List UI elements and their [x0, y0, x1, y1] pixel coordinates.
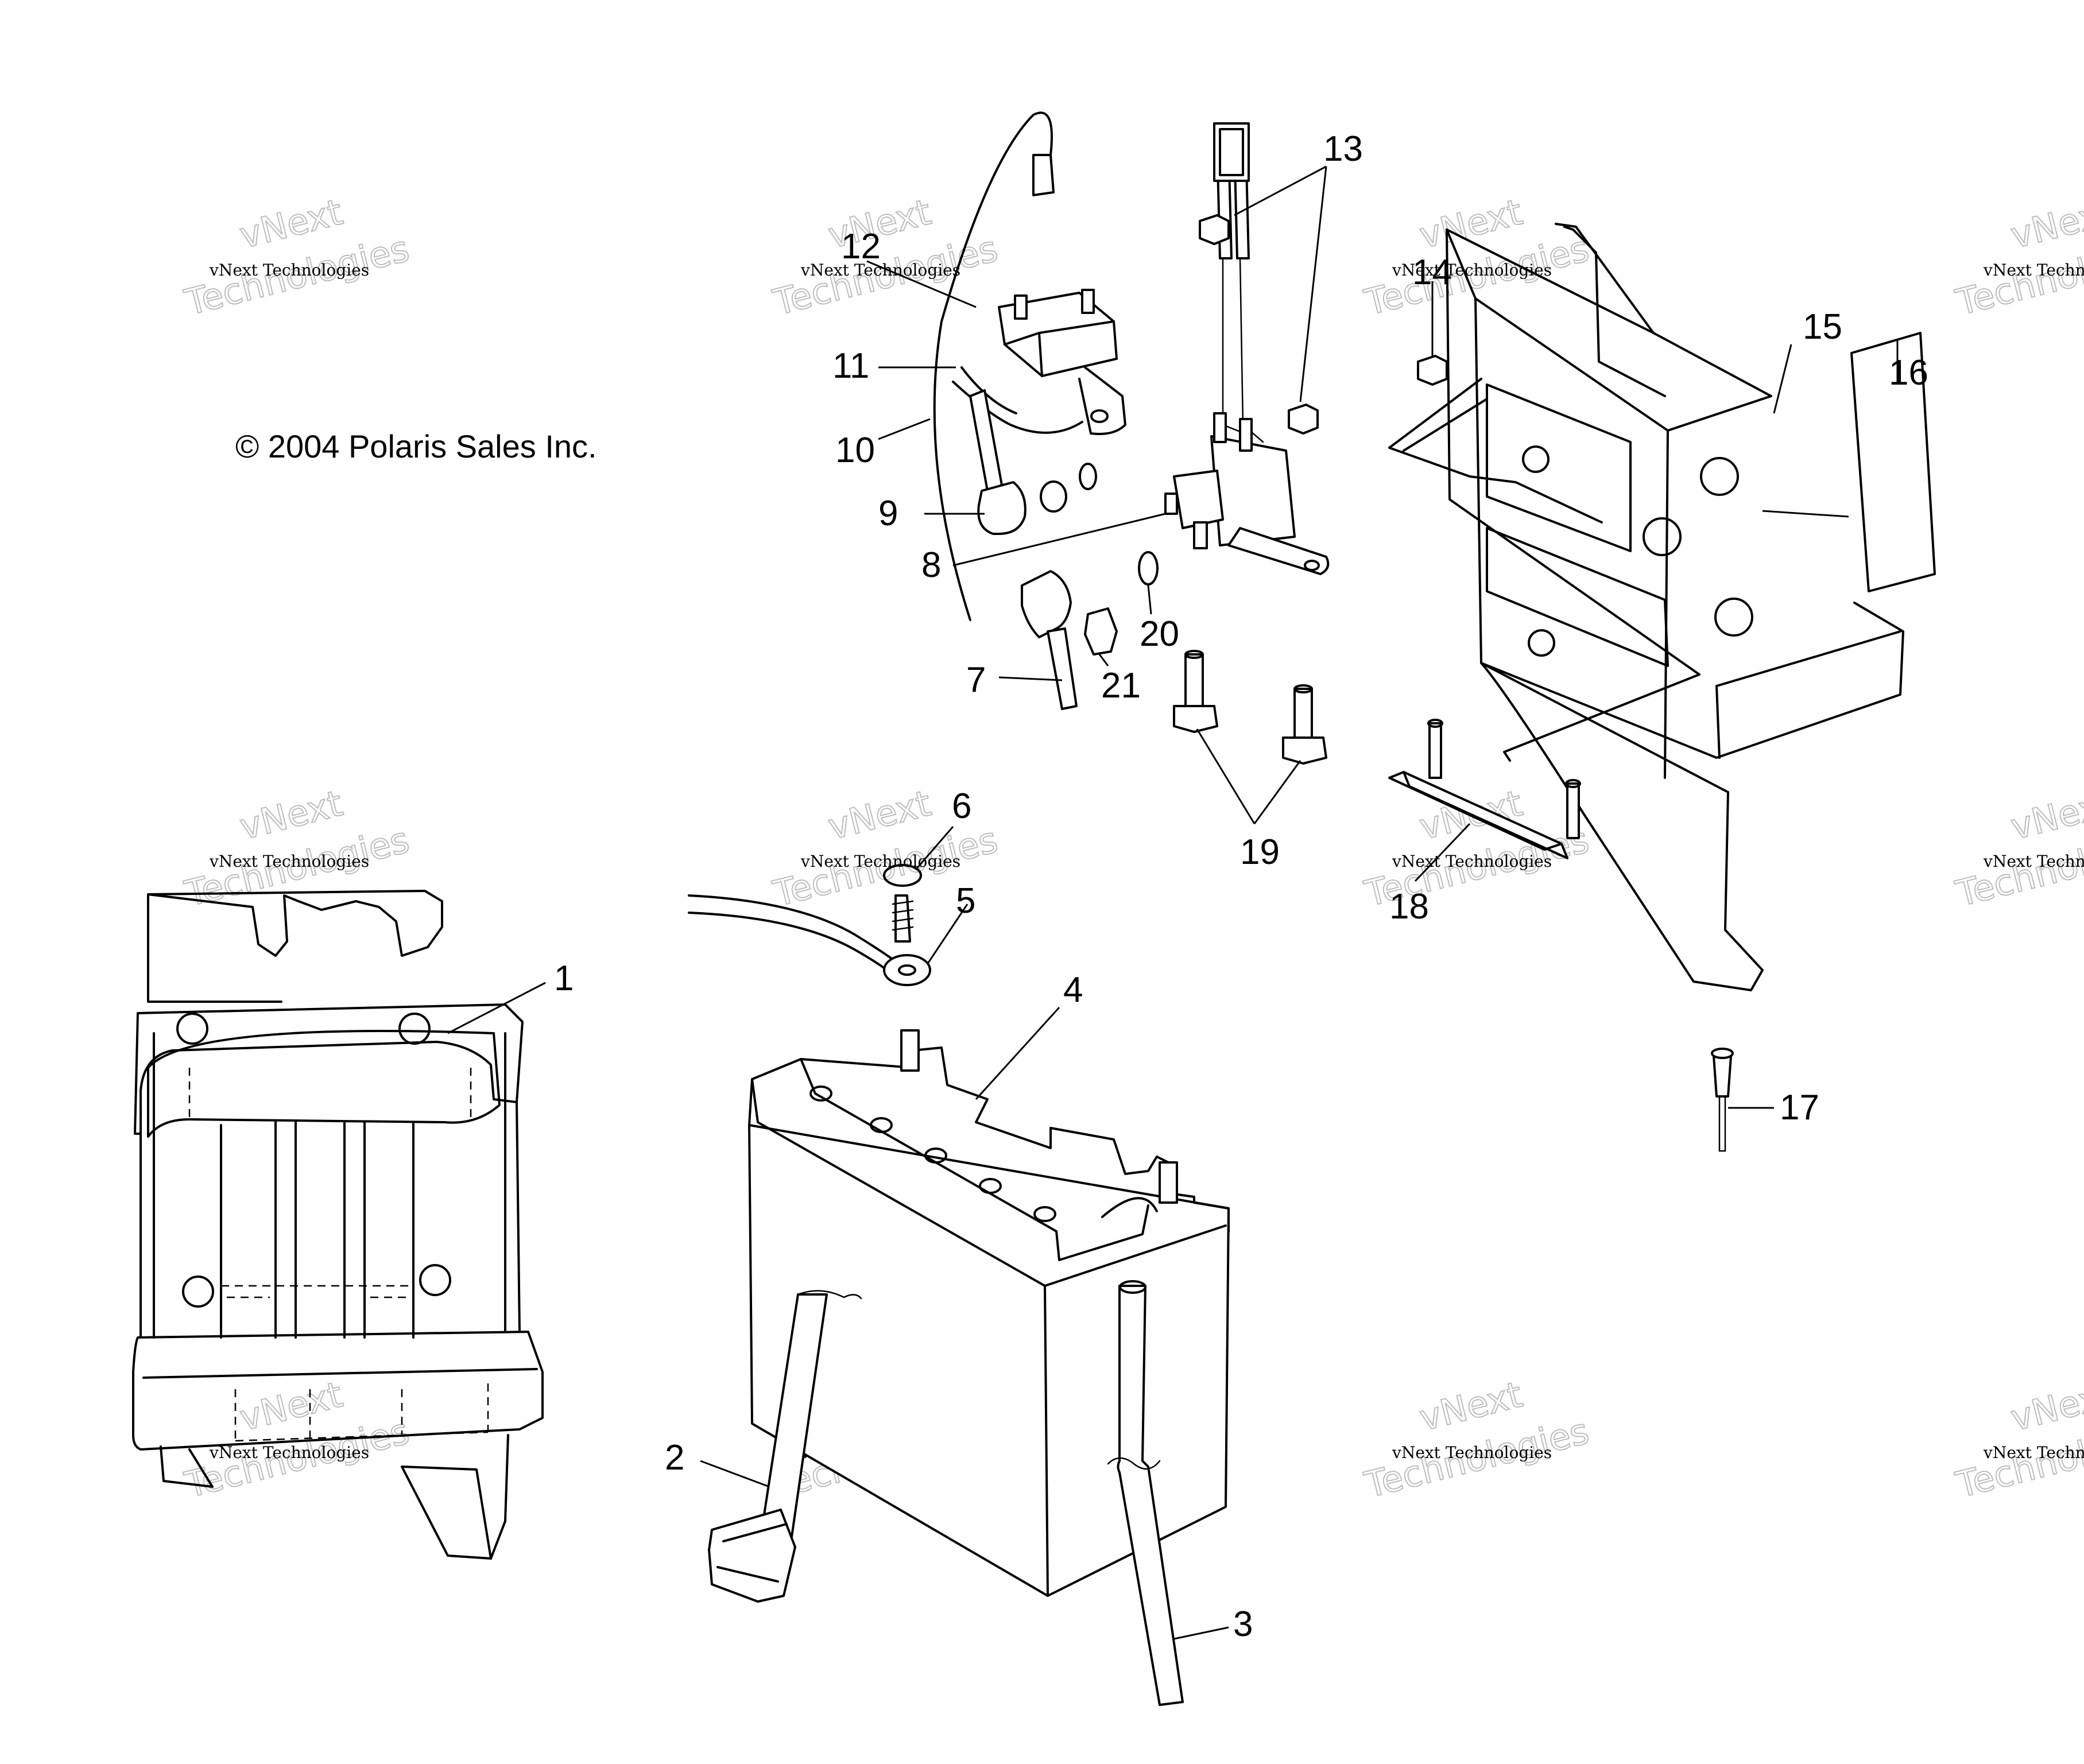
callout-11: 11: [832, 346, 869, 386]
callout-21: 21: [1101, 666, 1141, 705]
starter-solenoid-drawing: [952, 122, 1330, 575]
callout-18: 18: [1389, 887, 1429, 926]
nuts-13-drawing: [1199, 165, 1327, 435]
rivet-17-drawing: [1711, 1048, 1774, 1152]
callout-2: 2: [665, 1438, 684, 1478]
callout-1: 1: [554, 959, 574, 998]
callout-4: 4: [1063, 970, 1083, 1010]
callout-6: 6: [952, 786, 971, 826]
callout-15: 15: [1803, 307, 1842, 347]
watermark-small: vNext Technologies: [209, 1443, 369, 1462]
watermark-small: vNext Technologies: [1983, 261, 2084, 280]
relay-drawing: [866, 260, 1126, 435]
bolts-19-drawing: [1173, 650, 1327, 824]
cable-end-7-drawing: [998, 551, 1159, 710]
watermark-small: vNext Technologies: [1983, 852, 2084, 871]
callout-10: 10: [835, 431, 875, 470]
callout-5: 5: [956, 881, 975, 921]
battery-drawing: [748, 1006, 1230, 1597]
watermark-small: vNext Technologies: [1392, 852, 1552, 871]
callout-17: 17: [1780, 1088, 1819, 1127]
copyright-notice: © 2004 Polaris Sales Inc.: [235, 428, 597, 464]
cable-boot-drawing: [924, 389, 1097, 535]
watermark-big: vNext: [2006, 782, 2084, 848]
vent-tube-drawing: [1107, 1280, 1229, 1706]
callout-7: 7: [966, 660, 986, 700]
watermark-small: vNext Technologies: [209, 852, 369, 871]
watermark-big: vNext: [2006, 191, 2084, 257]
callout-9: 9: [878, 494, 898, 533]
watermark-small: vNext Technologies: [800, 852, 960, 871]
callout-3: 3: [1233, 1604, 1253, 1644]
watermark-small: vNext Technologies: [1392, 1443, 1552, 1462]
hold-down-plate-drawing: [1388, 719, 1581, 882]
mounting-bracket-drawing: [1388, 223, 1904, 991]
callout-19: 19: [1240, 832, 1280, 872]
battery-holder-drawing: [132, 890, 546, 1560]
decal-16-drawing: [1850, 332, 1936, 592]
battery-vent-strap-drawing: [700, 1290, 862, 1603]
callout-13: 13: [1323, 129, 1363, 169]
watermark-small: vNext Technologies: [800, 261, 960, 280]
callout-12: 12: [841, 227, 881, 266]
watermark-small: vNext Technologies: [209, 261, 369, 280]
nut-14-drawing: [1417, 281, 1448, 386]
callout-8: 8: [921, 545, 941, 585]
battery-cable-drawing: [688, 826, 969, 986]
callout-14: 14: [1412, 253, 1452, 292]
callout-20: 20: [1140, 614, 1179, 654]
watermark-big: vNext: [2006, 1373, 2084, 1439]
watermark-small: vNext Technologies: [1983, 1443, 2084, 1462]
callout-16: 16: [1889, 353, 1928, 393]
